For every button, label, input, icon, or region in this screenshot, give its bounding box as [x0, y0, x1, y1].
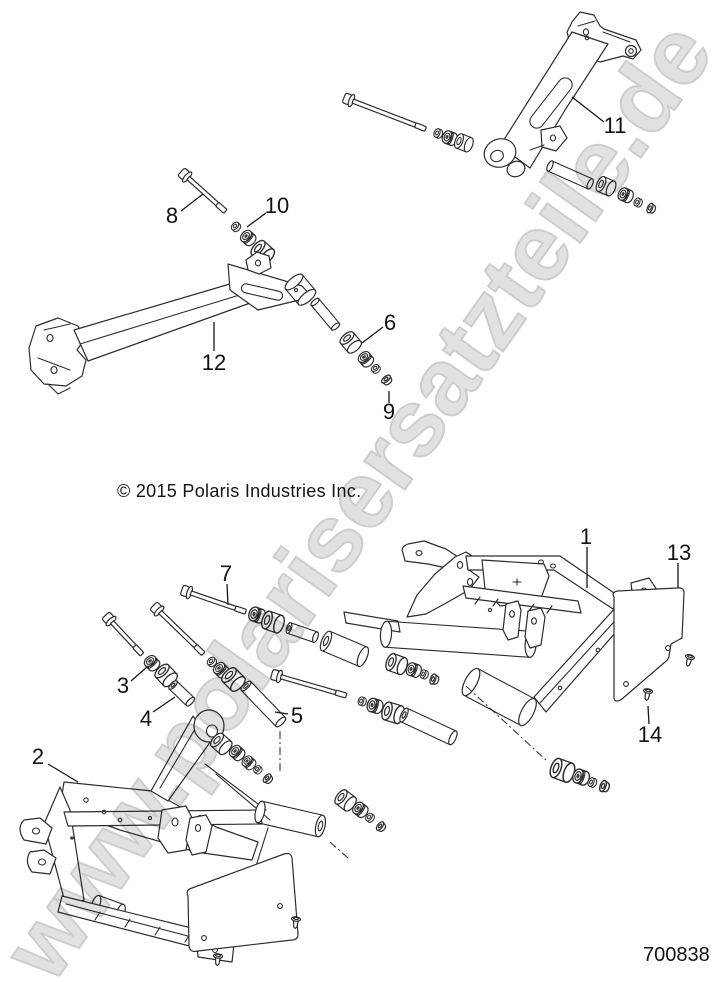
callout-10: 10 — [264, 193, 290, 218]
callout-11: 11 — [603, 113, 627, 138]
callout-6: 6 — [383, 310, 397, 335]
drawing-number: 700838 — [643, 944, 710, 966]
callout-8: 8 — [165, 203, 179, 228]
drawing-frame-lower-left — [19, 709, 388, 967]
callout-7: 7 — [219, 561, 233, 586]
callout-13: 13 — [666, 540, 692, 565]
drawing-frame-right — [319, 540, 696, 795]
callout-4: 4 — [139, 706, 153, 731]
leader-lines — [47, 96, 679, 783]
drawing-arm-upper-right — [342, 11, 658, 216]
callout-1: 1 — [579, 524, 593, 549]
drawing-middle-hardware — [101, 584, 458, 746]
copyright-text: © 2015 Polaris Industries Inc. — [117, 481, 362, 501]
callout-2: 2 — [31, 744, 45, 769]
callout-12: 12 — [201, 350, 227, 375]
callout-9: 9 — [382, 399, 396, 424]
callout-3: 3 — [116, 673, 130, 698]
drawing-arm-left — [28, 168, 395, 395]
callout-14: 14 — [637, 722, 663, 747]
callout-5: 5 — [290, 703, 304, 728]
